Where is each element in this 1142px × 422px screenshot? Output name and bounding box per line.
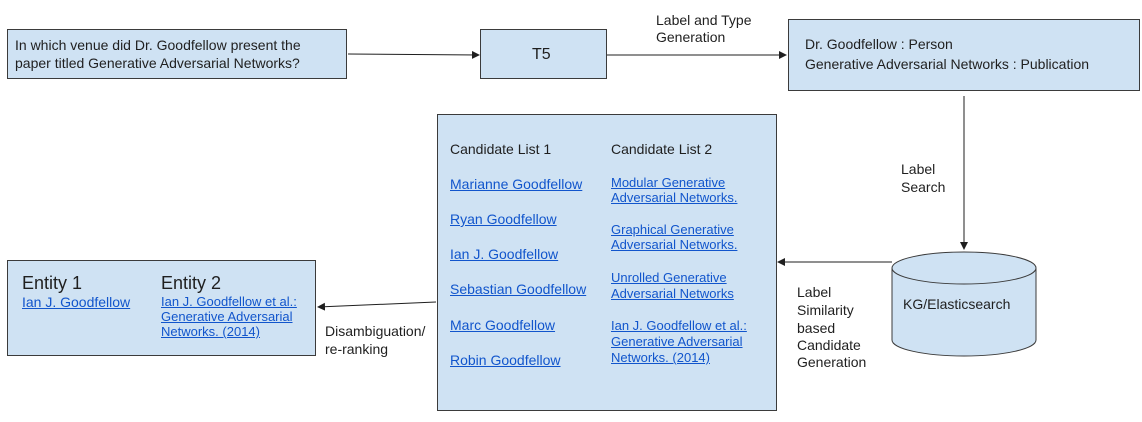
entity-1-value[interactable]: Ian J. Goodfellow xyxy=(22,294,131,310)
disambiguation-line-1: Disambiguation/ xyxy=(325,323,426,339)
question-box xyxy=(7,29,347,79)
t5-box xyxy=(480,29,607,79)
label-search-line-2: Search xyxy=(901,179,946,195)
similarity-line-4: Candidate xyxy=(797,337,861,353)
candidate-2-modular-gan-line-1[interactable]: Modular Generative xyxy=(611,175,726,190)
arrow-question-to-t5 xyxy=(347,50,480,59)
entity-2-value-line-2[interactable]: Generative Adversarial xyxy=(161,309,293,324)
candidate-2-goodfellow-gan-line-1[interactable]: Ian J. Goodfellow et al.: xyxy=(611,318,747,333)
candidate-2-goodfellow-gan-line-2[interactable]: Generative Adversarial xyxy=(611,334,743,349)
label-type-generation-line-2: Generation xyxy=(656,29,726,45)
question-line-2: paper titled Generative Adversarial Netw… xyxy=(15,55,300,71)
entities-box xyxy=(7,260,316,356)
candidate-lists-box xyxy=(437,114,777,411)
similarity-line-2: Similarity xyxy=(797,302,854,318)
entity-2-value-line-3[interactable]: Networks. (2014) xyxy=(161,324,260,339)
candidate-1-marianne-goodfellow[interactable]: Marianne Goodfellow xyxy=(450,176,583,192)
typed-labels-box xyxy=(788,19,1140,91)
entity-1-title: Entity 1 xyxy=(22,273,83,293)
candidate-list-2-title: Candidate List 2 xyxy=(611,141,713,157)
candidate-2-unrolled-gan-line-1[interactable]: Unrolled Generative xyxy=(611,270,727,285)
arrow-candidates-to-entities xyxy=(317,301,437,311)
kg-cylinder xyxy=(891,251,1037,357)
disambiguation-line-2: re-ranking xyxy=(325,341,389,357)
candidate-1-ryan-goodfellow[interactable]: Ryan Goodfellow xyxy=(450,211,557,227)
similarity-line-5: Generation xyxy=(797,354,867,370)
candidate-2-modular-gan-line-2[interactable]: Adversarial Networks. xyxy=(611,190,738,205)
label-type-generation-line-1: Label and Type xyxy=(656,12,752,28)
typed-label-person: Dr. Goodfellow : Person xyxy=(805,36,953,52)
candidate-1-marc-goodfellow[interactable]: Marc Goodfellow xyxy=(450,317,556,333)
candidate-list-1-title: Candidate List 1 xyxy=(450,141,552,157)
entity-2-value-line-1[interactable]: Ian J. Goodfellow et al.: xyxy=(161,294,297,309)
kg-label: KG/Elasticsearch xyxy=(903,296,1011,312)
candidate-2-graphical-gan-line-2[interactable]: Adversarial Networks. xyxy=(611,237,738,252)
candidate-2-graphical-gan-line-1[interactable]: Graphical Generative xyxy=(611,222,734,237)
label-search-line-1: Label xyxy=(901,161,936,177)
candidate-1-robin-goodfellow[interactable]: Robin Goodfellow xyxy=(450,352,561,368)
typed-label-publication: Generative Adversarial Networks : Public… xyxy=(805,56,1090,72)
entity-2-title: Entity 2 xyxy=(161,273,222,293)
t5-label: T5 xyxy=(532,46,551,63)
similarity-line-1: Label xyxy=(797,284,832,300)
candidate-1-ian-goodfellow[interactable]: Ian J. Goodfellow xyxy=(450,246,559,262)
question-line-1: In which venue did Dr. Goodfellow presen… xyxy=(15,37,301,53)
candidate-1-sebastian-goodfellow[interactable]: Sebastian Goodfellow xyxy=(450,281,587,297)
similarity-line-3: based xyxy=(797,320,836,336)
candidate-2-goodfellow-gan-line-3[interactable]: Networks. (2014) xyxy=(611,350,710,365)
candidate-2-unrolled-gan-line-2[interactable]: Adversarial Networks xyxy=(611,286,734,301)
